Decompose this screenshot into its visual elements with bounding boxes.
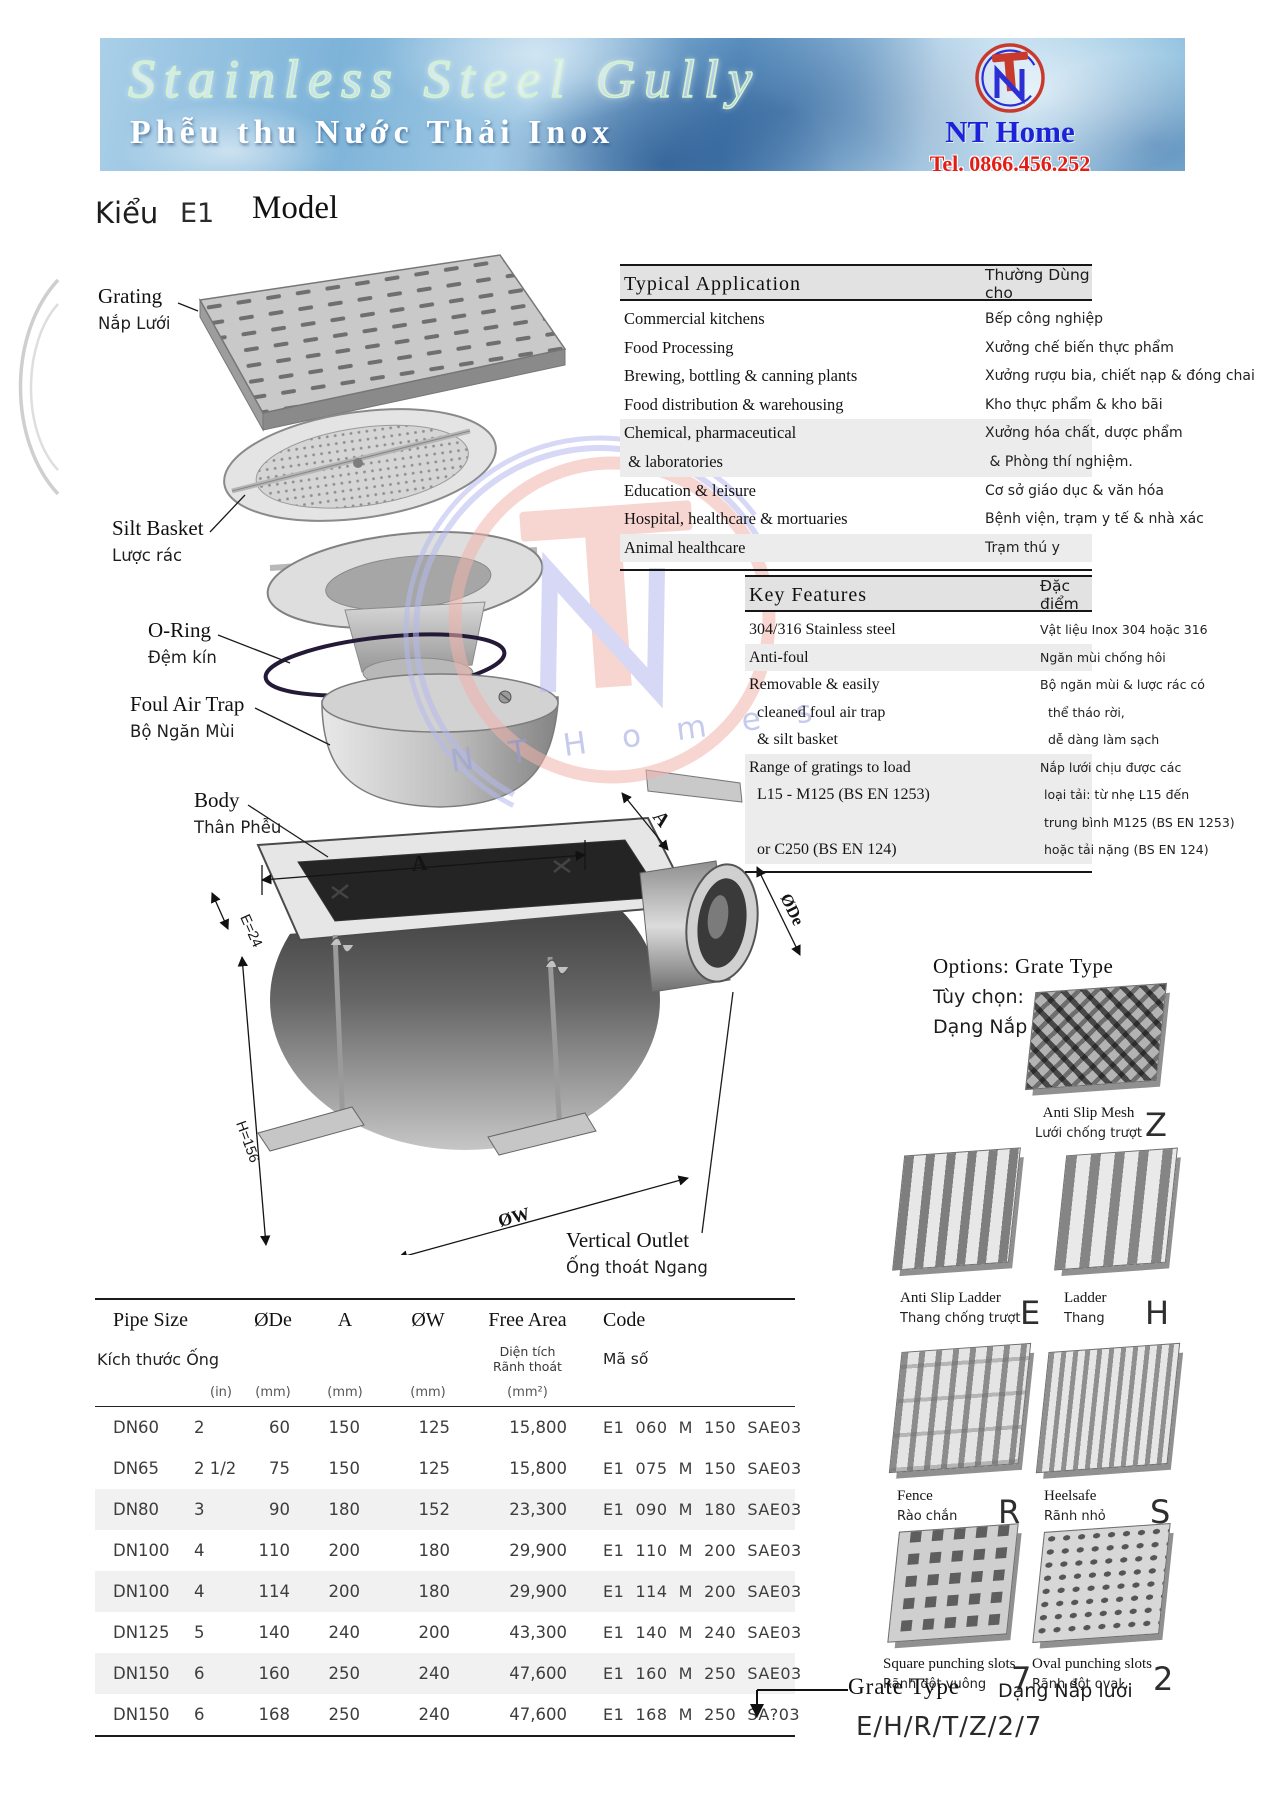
- dim-ode-label: ØDe: [776, 890, 808, 928]
- grate-option-square-slots: Square punching slots Rãnh đột vuông 7: [883, 1523, 1031, 1698]
- grate-anti-slip-ladder-image: [892, 1147, 1021, 1271]
- grate-option-oval-slots: Oval punching slots Rãnh đột oval 2: [1032, 1523, 1173, 1698]
- dim-a-label: A: [411, 850, 429, 876]
- grate-option-ladder: Ladder Thang H: [1054, 1147, 1178, 1332]
- grate-option-anti-slip-ladder: Anti Slip Ladder Thang chống trượt E: [892, 1147, 1040, 1332]
- grate-type-note-vi: Dạng Nắp lưới: [998, 1680, 1133, 1702]
- dim-ow-label: ØW: [496, 1203, 532, 1231]
- typical-application-table: Typical Application Thường Dùng cho Comm…: [620, 264, 1255, 572]
- label-body: Body Thân Phễu: [194, 788, 282, 837]
- grate-type-note-en: Grate Type: [848, 1674, 961, 1699]
- key-features-header: Key Features Đặc điểm: [745, 577, 1092, 613]
- grating-part: [198, 254, 567, 432]
- label-foul-air-trap: Foul Air Trap Bộ Ngăn Mùi: [130, 692, 245, 741]
- feature-row: Range of gratings to load L15 - M125 (BS…: [745, 753, 1235, 864]
- grate-ladder-image: [1054, 1147, 1178, 1271]
- feature-row: Removable & easily cleaned foul air trap…: [749, 676, 1205, 748]
- model-code: E1: [180, 198, 215, 229]
- grate-type-arrow: [750, 1689, 848, 1718]
- model-heading-model: Model: [252, 190, 339, 226]
- grate-square-slots-image: [887, 1523, 1019, 1643]
- dim-e-label: E=24: [236, 912, 265, 950]
- brand-block: NT Home Tel. 0866.456.252: [860, 38, 1160, 171]
- brand-name: NT Home: [945, 114, 1075, 149]
- label-leader-lines: [177, 302, 734, 1234]
- clamp-assembly: [257, 858, 597, 1156]
- options-subtitle-vi1: Tùy chọn:: [933, 986, 1024, 1008]
- model-heading-kieu: Kiểu: [95, 196, 159, 230]
- grate-type-codes: E/H/R/T/Z/2/7: [856, 1712, 1043, 1742]
- spec-header-vi-row: Kích thước Ống Diện tích Rãnh thoát Mã s…: [97, 1344, 649, 1374]
- typical-application-header: Typical Application Thường Dùng cho: [620, 266, 1092, 302]
- funnel-part: [266, 531, 544, 689]
- banner-title: Stainless Steel Gully: [127, 48, 761, 110]
- foul-air-trap-part: [321, 673, 559, 808]
- nt-home-logo-icon: [975, 43, 1045, 113]
- spec-header-row: Pipe Size ØDe A ØW Free Area Code: [113, 1308, 646, 1331]
- left-watermark-arc: [18, 278, 60, 496]
- grate-option-fence: Fence Rào chắn R: [888, 1342, 1032, 1531]
- grate-oval-slots-image: [1032, 1523, 1171, 1643]
- dimension-spec-table: Pipe Size ØDe A ØW Free Area Code Kích t…: [95, 1298, 802, 1737]
- grate-fence-image: [888, 1342, 1032, 1474]
- phone-number: Tel. 0866.456.252: [929, 151, 1091, 171]
- label-silt-basket: Silt Basket Lược rác: [112, 516, 204, 565]
- banner-subtitle: Phễu thu Nước Thải Inox: [130, 114, 615, 151]
- grate-option-heelsafe: Heelsafe Rãnh nhỏ S: [1035, 1342, 1181, 1531]
- mount-tab: [645, 769, 743, 803]
- grate-mesh-image: [1025, 982, 1167, 1091]
- options-title: Options: Grate Type: [933, 954, 1114, 978]
- label-vertical-outlet: Vertical Outlet Ống thoát Ngang: [566, 1228, 708, 1277]
- outlet-part: [639, 860, 759, 993]
- key-features-table: Key Features Đặc điểm 304/316 Stainless …: [745, 575, 1235, 873]
- label-o-ring: O-Ring Đệm kín: [148, 618, 217, 667]
- grate-option-mesh: Anti Slip Mesh Lưới chống trượt Z: [1025, 982, 1180, 1144]
- grate-heelsafe-image: [1035, 1342, 1181, 1474]
- label-grating: Grating Nắp Lưới: [98, 284, 171, 333]
- spec-units-row: (in) (mm) (mm) (mm) (mm²): [95, 1378, 795, 1407]
- header-banner: Stainless Steel Gully Phễu thu Nước Thải…: [100, 38, 1185, 171]
